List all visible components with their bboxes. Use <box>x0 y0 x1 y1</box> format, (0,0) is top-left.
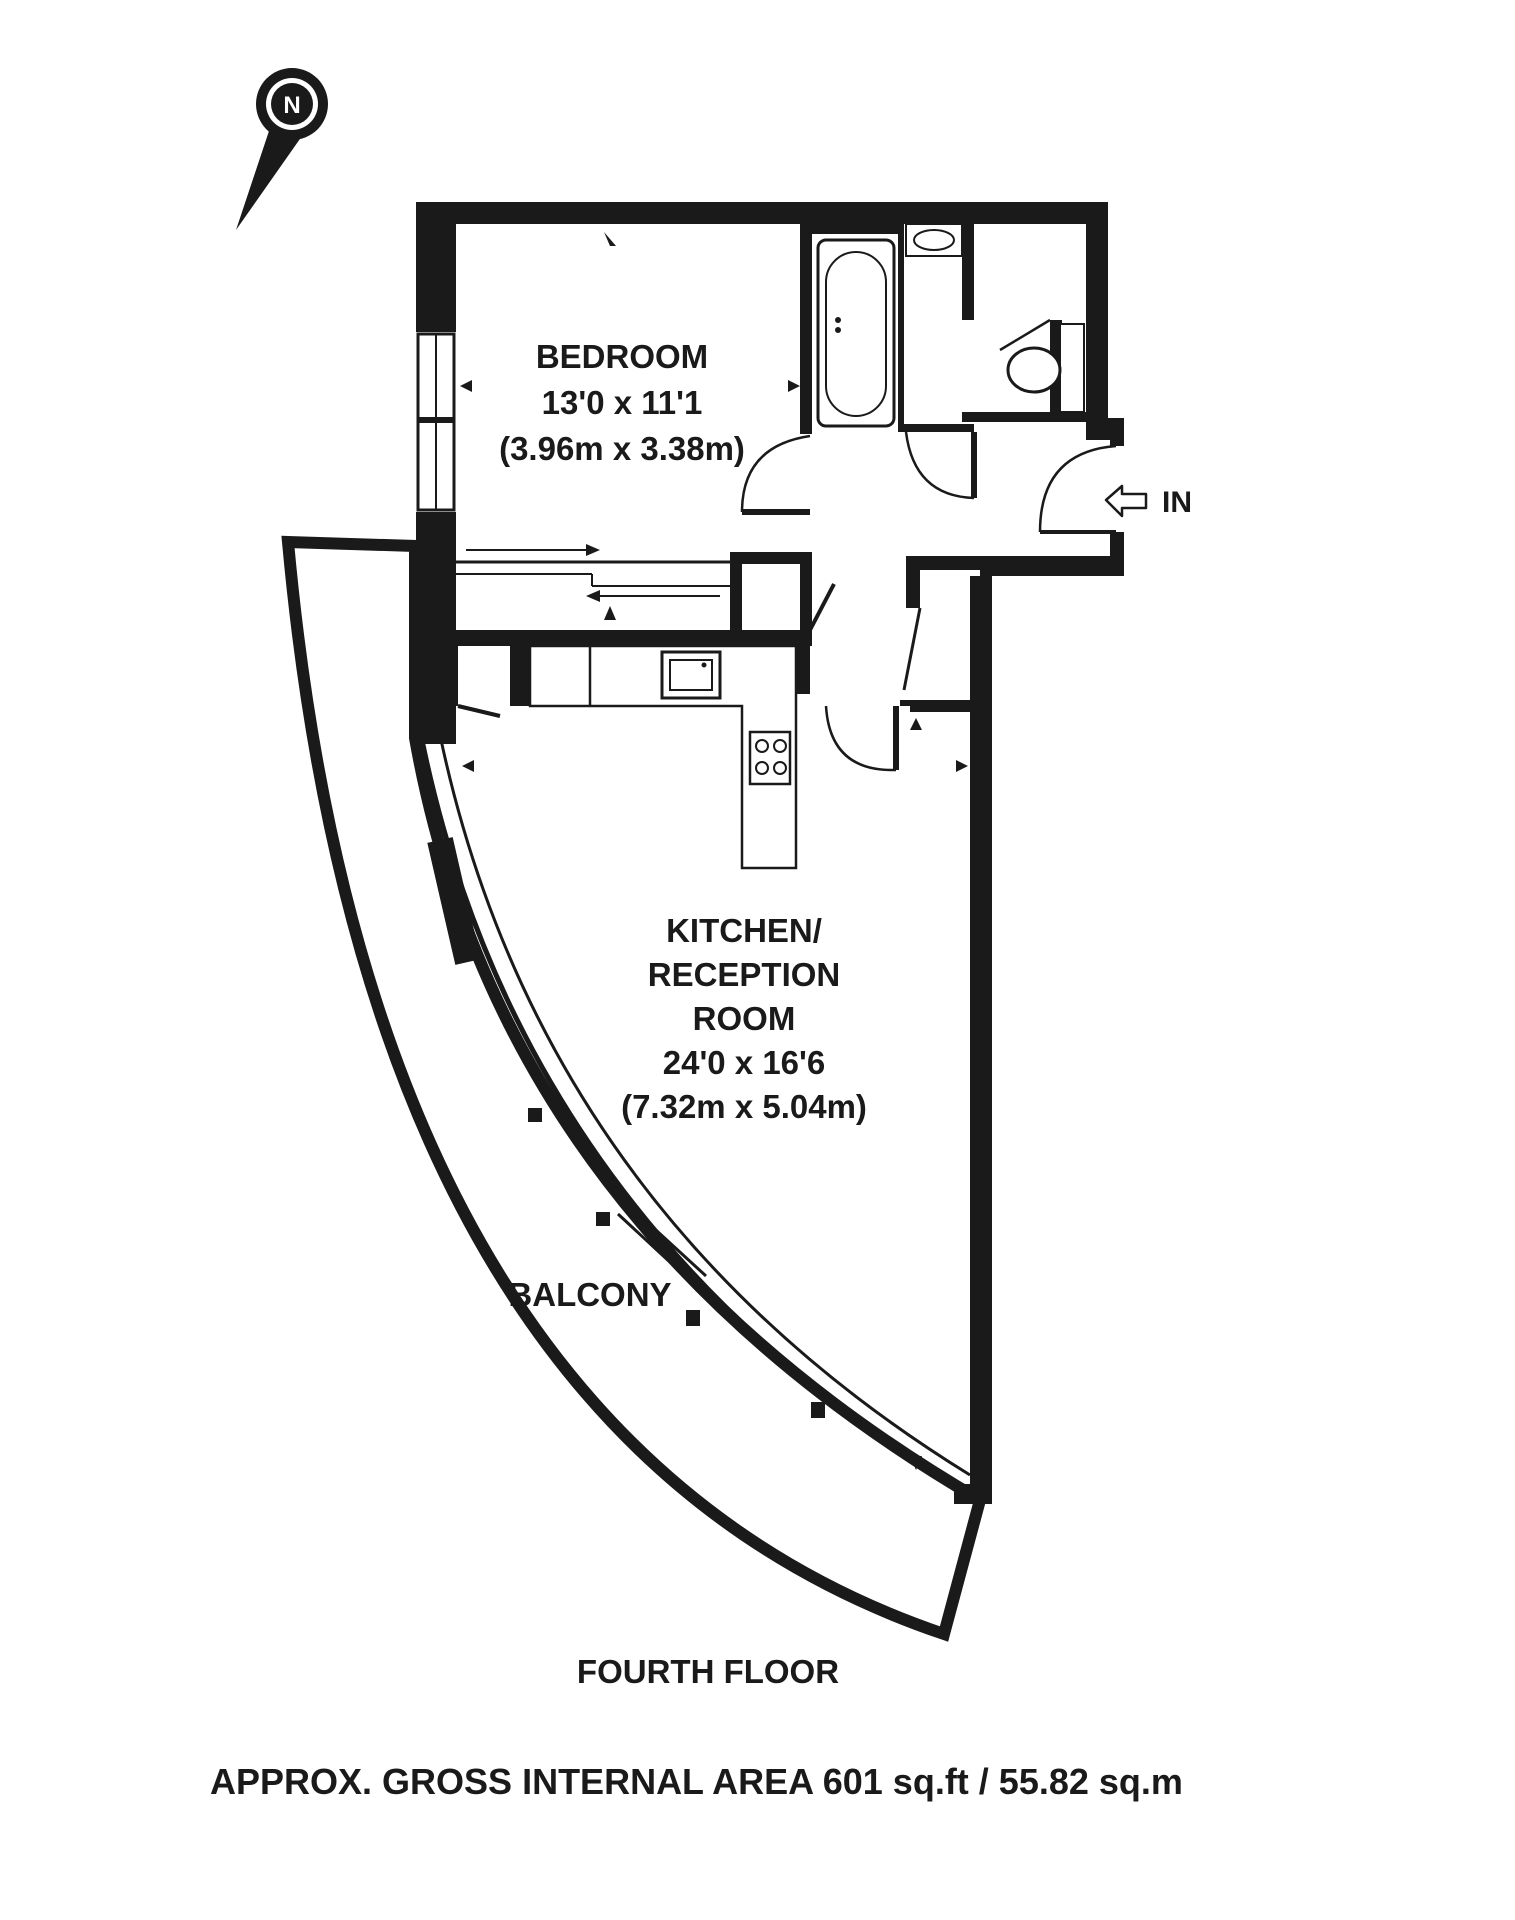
bedroom-metric: (3.96m x 3.38m) <box>499 430 745 467</box>
compass-letter: N <box>283 92 300 119</box>
bathtub <box>816 238 896 428</box>
sliding-door <box>632 1208 708 1278</box>
kitchen-line2: RECEPTION <box>648 956 841 993</box>
curved-glazing-inner <box>438 734 971 1477</box>
balcony-label: BALCONY <box>508 1276 671 1313</box>
bedroom-wardrobe <box>456 544 730 602</box>
mullion <box>686 1310 700 1326</box>
curve-wall-segment <box>427 837 481 965</box>
bedroom-imperial: 13'0 x 11'1 <box>542 384 703 421</box>
balcony-outline <box>281 535 987 1642</box>
mullion <box>811 1402 825 1418</box>
area-label: APPROX. GROSS INTERNAL AREA 601 sq.ft / … <box>210 1761 1183 1802</box>
kitchen-line3: ROOM <box>693 1000 796 1037</box>
kitchen-line1: KITCHEN/ <box>666 912 822 949</box>
north-compass-icon: N <box>236 68 328 230</box>
mullion <box>528 1108 542 1122</box>
kitchen-worktop <box>528 644 798 870</box>
bedroom-window <box>416 332 456 512</box>
kitchen-label: KITCHEN/ RECEPTION ROOM 24'0 x 16'6 (7.3… <box>621 912 867 1125</box>
bedroom-label: BEDROOM 13'0 x 11'1 (3.96m x 3.38m) <box>499 338 745 467</box>
toilet <box>1006 323 1085 413</box>
entrance-label: IN <box>1162 486 1192 519</box>
entry-arrow-icon <box>1104 484 1148 518</box>
dimension-markers <box>460 232 968 1470</box>
walls <box>416 202 1124 1504</box>
door-swings <box>457 318 1117 772</box>
floor-label: FOURTH FLOOR <box>577 1653 839 1690</box>
kitchen-metric: (7.32m x 5.04m) <box>621 1088 867 1125</box>
sliding-door <box>616 1212 702 1292</box>
hob <box>748 730 792 786</box>
kitchen-imperial: 24'0 x 16'6 <box>663 1044 826 1081</box>
washbasin <box>905 223 963 257</box>
kitchen-sink <box>660 650 722 700</box>
mullion <box>596 1212 610 1226</box>
bedroom-name: BEDROOM <box>536 338 708 375</box>
